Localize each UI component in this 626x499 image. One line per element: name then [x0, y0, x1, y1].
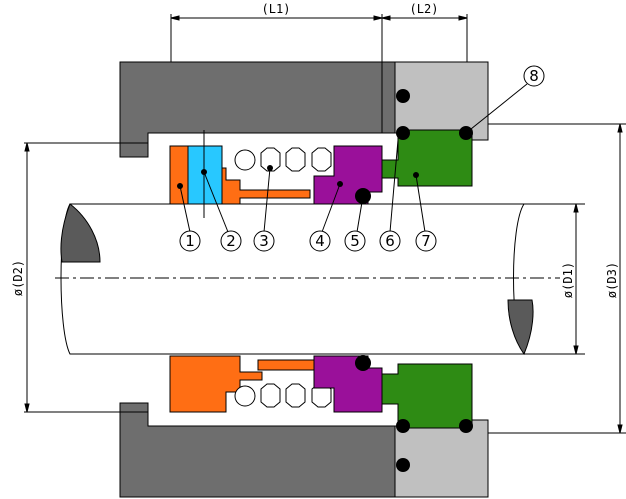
housing-top	[119, 61, 396, 158]
stationary-seat-bottom	[381, 363, 473, 429]
callout-6: 6	[379, 230, 401, 252]
label-d1: ø(D1)	[561, 262, 575, 298]
gland-plate-top	[394, 61, 489, 141]
callout-5: 5	[344, 230, 366, 252]
label-l2: (L2)	[410, 2, 439, 16]
spring-holder-strip	[257, 359, 319, 371]
callout-1: 1	[179, 230, 201, 252]
svg-text:6: 6	[385, 232, 395, 250]
springs-top	[234, 147, 332, 172]
callout-4: 4	[309, 230, 331, 252]
shaft	[60, 203, 525, 355]
svg-text:1: 1	[185, 232, 195, 250]
housing-bottom	[119, 402, 396, 498]
callout-3: 3	[253, 230, 275, 252]
svg-text:4: 4	[315, 232, 325, 250]
svg-text:7: 7	[421, 232, 431, 250]
dimension-d1	[524, 203, 585, 355]
callout-7: 7	[415, 230, 437, 252]
springs-bottom	[234, 383, 332, 408]
svg-text:8: 8	[529, 67, 539, 85]
gland-plate-bottom	[394, 419, 489, 498]
label-d2: ø(D2)	[11, 260, 25, 296]
dimension-d3	[488, 123, 626, 434]
svg-text:2: 2	[226, 232, 236, 250]
dimension-d2	[24, 142, 148, 413]
label-d3: ø(D3)	[605, 262, 619, 298]
label-l1: (L1)	[262, 2, 291, 16]
dimension-l1-l2	[170, 14, 468, 133]
callout-8: 8	[523, 65, 545, 87]
shaft-break-left	[60, 203, 101, 263]
spring-holder-bottom	[169, 355, 263, 413]
svg-text:3: 3	[259, 232, 269, 250]
shaft-break-right	[507, 299, 534, 356]
svg-text:5: 5	[350, 232, 360, 250]
stationary-seat-top	[381, 129, 473, 187]
callout-2: 2	[220, 230, 242, 252]
